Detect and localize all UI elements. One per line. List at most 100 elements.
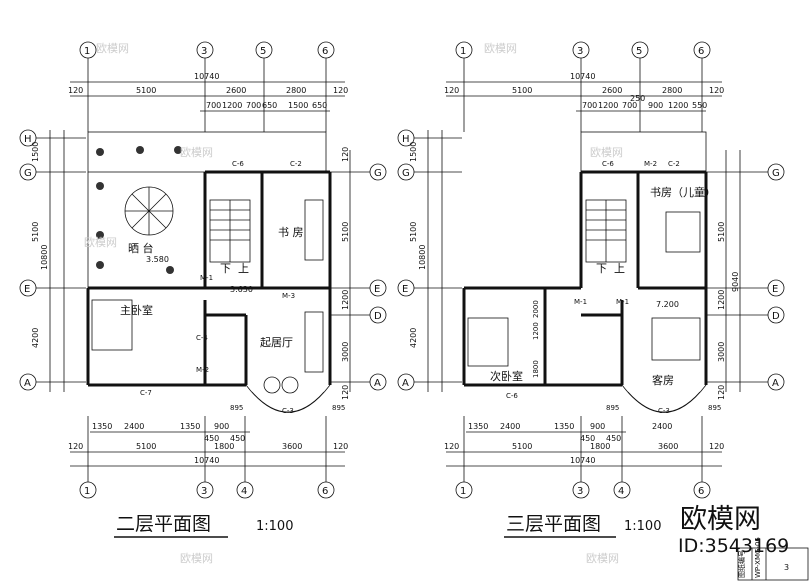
plan2-left-d3: 4200 [31, 328, 40, 348]
plan2-axis-bottom-1: 1 [84, 486, 90, 497]
plan3-top-s2: 1200 [598, 101, 618, 110]
plan2-top-d1: 5100 [136, 86, 156, 95]
plan2-text: 1 3 5 6 1 3 4 6 H G E A G E D A 10740 12… [24, 46, 382, 535]
plan3-axis-right-e: E [772, 284, 778, 295]
plan3-left-d3: 4200 [409, 328, 418, 348]
plan3-axis-left-h: H [402, 134, 410, 145]
plan3-top-s5: 1200 [668, 101, 688, 110]
plan3-bot-s7: 2400 [652, 422, 672, 431]
plan2-bot-s6: 450 [230, 434, 245, 443]
plan3-bot-left: 120 [444, 442, 459, 451]
plan3-room-second: 次卧室 [490, 369, 523, 383]
plan3-room-guest: 客房 [652, 373, 674, 387]
plan2-scale: 1:100 [256, 519, 293, 534]
plan3-label-m1b: M-1 [616, 298, 629, 306]
wm-5: 欧模网 [590, 146, 623, 159]
plan2-bot-s2: 2400 [124, 422, 144, 431]
plan3-axis-bottom-1: 1 [460, 486, 466, 497]
plan3-axes-top [455, 41, 711, 132]
title-block-page: 3 [784, 563, 789, 572]
plan3-level-room: 7.200 [656, 300, 679, 309]
plan2-label-c3: C-3 [282, 407, 294, 415]
plan2-axis-right-e: E [374, 284, 380, 295]
wm-1: 欧模网 [96, 42, 129, 55]
plan3-axis-right-a: A [772, 378, 779, 389]
plan2-top-d3: 2800 [286, 86, 306, 95]
plan3-right-d3: 3000 [717, 342, 726, 362]
plan2-bot-d1: 5100 [136, 442, 156, 451]
plan3-axis-left-a: A [402, 378, 409, 389]
plan3-axis-top-1: 1 [460, 46, 466, 57]
plan3-axis-bottom-3: 3 [577, 486, 583, 497]
wm-6: 欧模网 [586, 552, 619, 565]
plan2-room-master: 主卧室 [120, 303, 153, 317]
plan3-stair-up: 上 [614, 262, 625, 275]
plan3-axes-right [706, 163, 785, 391]
plan2-right-d4: 3000 [341, 342, 350, 362]
plan3-stair-down: 下 [596, 262, 607, 275]
plan2-label-c6: C-6 [232, 160, 244, 168]
plan3-bot-s3: 1350 [554, 422, 574, 431]
plan2-left-d1: 1500 [31, 142, 40, 162]
plan2-axis-left-e: E [24, 284, 30, 295]
plan3-axis-left-e: E [402, 284, 408, 295]
plan2-plants [96, 146, 182, 274]
plan3-bot-s2: 2400 [500, 422, 520, 431]
plan3-axes-left [397, 129, 462, 391]
plan3-axis-right-d: D [772, 311, 780, 322]
plan2-title: 二层平面图 [116, 513, 211, 535]
plan2-label-c2: C-2 [290, 160, 302, 168]
plan3-right-d4: 120 [717, 385, 726, 400]
plan3-axis-top-5: 5 [636, 46, 642, 57]
wm-3: 欧模网 [84, 236, 117, 249]
plan2-top-total: 10740 [194, 72, 219, 81]
plan3-top-s1: 700 [582, 101, 597, 110]
plan2-axes-right [330, 163, 387, 391]
plan3-bot-d1: 5100 [512, 442, 532, 451]
plan2-label-m3: M-3 [282, 292, 295, 300]
plan2-top-s5: 1500 [288, 101, 308, 110]
plan2-axis-bottom-4: 4 [241, 486, 247, 497]
plan2-room-terrace: 晒 台 [128, 241, 154, 255]
plan3-label-m2: M-2 [644, 160, 657, 168]
plan2-axis-top-1: 1 [84, 46, 90, 57]
plan2-axis-top-5: 5 [260, 46, 266, 57]
watermarks: 欧模网 欧模网 欧模网 欧模网 欧模网 欧模网 欧模网 [84, 42, 623, 565]
plan3-bot-s1: 1350 [468, 422, 488, 431]
plan2-axis-left-h: H [24, 134, 32, 145]
plan2-bot-s5: 450 [204, 434, 219, 443]
plan2-axis-right-g: G [374, 168, 382, 179]
plan3-label-c3: C-3 [658, 407, 670, 415]
plan2-top-s4: 650 [262, 101, 277, 110]
plan2-axes-left [19, 129, 86, 391]
plan3-left-d1: 1500 [409, 142, 418, 162]
plan2-bot-d2: 1800 [214, 442, 234, 451]
plan2-bot-total: 10740 [194, 456, 219, 465]
plan3-bot-s4: 900 [590, 422, 605, 431]
plan3-text: 1 3 5 6 1 3 4 6 H G E A G E D A 10740 12… [402, 46, 780, 535]
plan3-top-s7: 250 [630, 94, 645, 103]
plan2-stair-up: 上 [238, 262, 249, 275]
plan2-top-left: 120 [68, 86, 83, 95]
brand-watermark: 欧模网 [680, 504, 761, 535]
plan3-axes-bottom [455, 416, 711, 499]
plan2-bot-s3: 1350 [180, 422, 200, 431]
plan2-label-c4: C-4 [196, 334, 208, 342]
plan2-top-s3: 700 [246, 101, 261, 110]
brand-id: ID:3543169 [678, 535, 789, 557]
plan3-left-d2: 5100 [409, 222, 418, 242]
plan2-top-s2: 1200 [222, 101, 242, 110]
plan3-axis-top-6: 6 [698, 46, 704, 57]
plan2-axis-right-a: A [374, 378, 381, 389]
plan2-label-895b: 895 [332, 404, 345, 412]
plan3-label-2000: 2000 [532, 300, 540, 318]
plan3-top-d3: 2800 [662, 86, 682, 95]
plan2-axes-top [79, 41, 335, 132]
plan3-scale: 1:100 [624, 519, 661, 534]
wm-4: 欧模网 [484, 42, 517, 55]
plan2-top-s1: 700 [206, 101, 221, 110]
plan2 [19, 41, 387, 499]
plan2-axis-top-3: 3 [201, 46, 207, 57]
